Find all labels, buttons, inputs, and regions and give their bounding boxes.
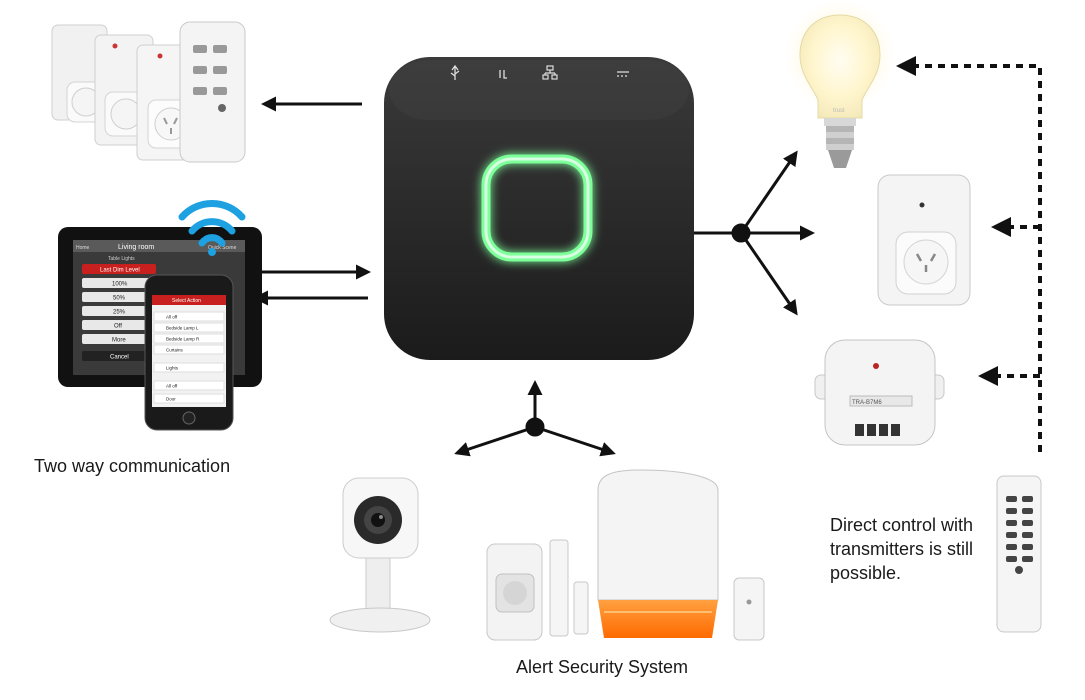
phone-row[interactable] — [153, 322, 225, 333]
remote-transmitter — [179, 21, 246, 163]
built-in-receiver-module: TRA-B7M6 — [814, 339, 945, 446]
tablet-menu-item[interactable] — [82, 334, 156, 344]
tablet-menu-item[interactable] — [82, 278, 156, 288]
tablet-menu-label: 100% — [112, 282, 128, 288]
phone-row-label: All off — [166, 384, 178, 389]
plug-in-sockets — [51, 21, 246, 163]
tablet-menu-label: 50% — [113, 296, 126, 302]
phone-row[interactable] — [153, 311, 225, 322]
tablet-title: Living room — [118, 244, 154, 251]
tablet-right-button[interactable]: Quick Scene — [208, 245, 237, 251]
motion-sensor — [486, 543, 543, 641]
arrow-fan-right — [694, 150, 815, 316]
caption-alert-security-system: Alert Security System — [516, 657, 689, 677]
tablet-menu-label: 25% — [113, 310, 126, 316]
outdoor-siren — [597, 469, 719, 638]
usb-icon — [450, 64, 460, 80]
dc-power-icon — [617, 71, 629, 77]
phone-header: Select Action — [172, 298, 201, 304]
tablet-menu-item[interactable] — [82, 320, 156, 330]
caption-direct-line: Direct control with — [830, 515, 974, 535]
tablet-menu-item[interactable] — [82, 351, 156, 361]
caption-direct-control: Direct control with transmitters is stil… — [830, 513, 1020, 585]
phone-row-label: Lights — [166, 366, 179, 371]
tablet-menu-label: More — [112, 338, 126, 344]
tablet-menu-label: Cancel — [110, 355, 129, 361]
caption-direct-line: transmitters is still — [830, 539, 974, 559]
module-label: TRA-B7M6 — [852, 400, 882, 406]
tablet-menu-label: Last Dim Level — [100, 268, 140, 274]
tablet-left-button[interactable]: Home — [76, 245, 90, 251]
door-sensor — [549, 539, 589, 637]
handheld-remote — [996, 475, 1042, 633]
phone-row[interactable] — [153, 333, 225, 344]
phone-row-label: Door — [166, 397, 176, 402]
phone-row[interactable] — [153, 380, 225, 391]
tablet-menu-item[interactable] — [82, 306, 156, 316]
ethernet-icon — [542, 65, 558, 80]
phone-row[interactable] — [153, 393, 225, 404]
phone-row[interactable] — [153, 344, 225, 355]
direct-control-dashed-arrows — [896, 56, 1042, 452]
tablet-subtitle: Table Lights — [108, 256, 135, 262]
window-sensor — [733, 577, 765, 641]
phone-row-label: Bedside Lamp R — [166, 337, 200, 342]
plug-in-switch — [877, 174, 971, 306]
arrow-fan-bottom — [454, 380, 616, 457]
tablet-menu-label: Off — [114, 324, 122, 330]
phone-row-label: Bedside Lamp L — [166, 326, 199, 331]
caption-direct-line: possible. — [830, 563, 902, 583]
phone-row-label: All off — [166, 315, 178, 320]
phone-row-label: Curtains — [166, 348, 184, 353]
bulb-brand: trust — [833, 108, 845, 114]
hub-device — [384, 57, 694, 360]
phone-row[interactable] — [153, 362, 225, 373]
smartphone: Select Action All off Bedside Lamp L Bed… — [144, 274, 234, 431]
ip-camera — [329, 477, 431, 633]
power-icon — [499, 70, 507, 79]
light-bulb: trust — [785, 0, 895, 168]
caption-two-way-communication: Two way communication — [34, 456, 231, 476]
tablet-menu-item[interactable] — [82, 264, 156, 274]
wifi-icon — [178, 200, 246, 256]
tablet-menu-item[interactable] — [82, 292, 156, 302]
